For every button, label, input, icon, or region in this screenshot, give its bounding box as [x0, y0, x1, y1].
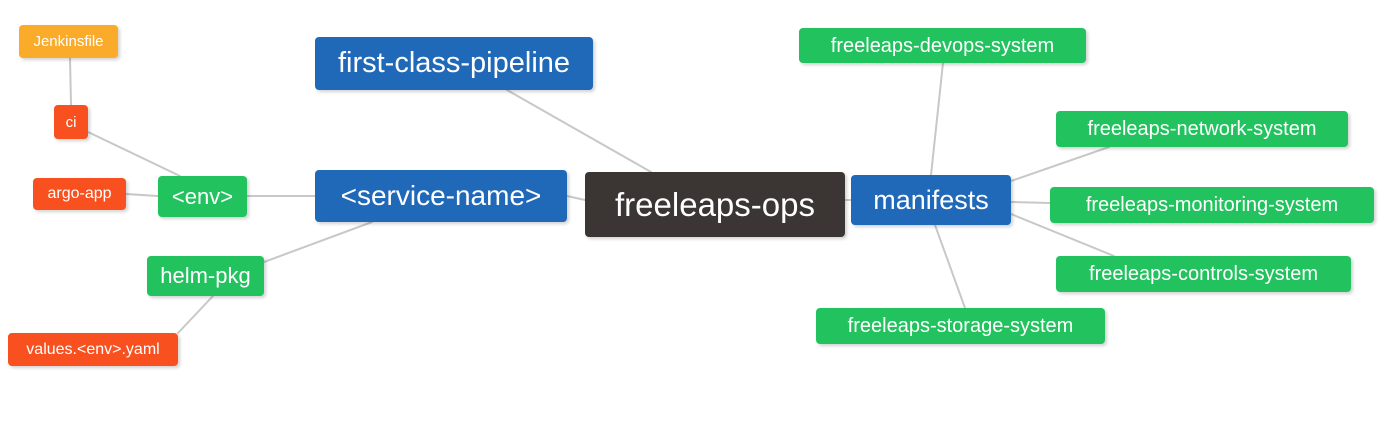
node-argo-app[interactable]: argo-app: [33, 178, 126, 210]
node-service-name[interactable]: <service-name>: [315, 170, 567, 222]
edge-manifests-to-devops: [930, 62, 944, 176]
edge-manifests-to-network: [1010, 146, 1110, 182]
edge-jenkinsfile-to-ci: [69, 57, 72, 106]
node-pipeline[interactable]: first-class-pipeline: [315, 37, 593, 90]
edge-ci-to-env: [87, 131, 181, 177]
node-ci[interactable]: ci: [54, 105, 88, 139]
edge-values-yaml-to-helm-pkg: [177, 295, 214, 334]
node-monitoring[interactable]: freeleaps-monitoring-system: [1050, 187, 1374, 223]
node-devops[interactable]: freeleaps-devops-system: [799, 28, 1086, 63]
node-values-yaml[interactable]: values.<env>.yaml: [8, 333, 178, 366]
edge-manifests-to-storage: [934, 224, 966, 309]
edge-helm-pkg-to-service-name: [263, 221, 373, 263]
node-controls[interactable]: freeleaps-controls-system: [1056, 256, 1351, 292]
node-manifests[interactable]: manifests: [851, 175, 1011, 225]
edge-argo-app-to-env: [125, 193, 159, 197]
edge-service-name-to-root: [566, 195, 586, 201]
node-jenkinsfile[interactable]: Jenkinsfile: [19, 25, 118, 58]
node-helm-pkg[interactable]: helm-pkg: [147, 256, 264, 296]
node-storage[interactable]: freeleaps-storage-system: [816, 308, 1105, 344]
node-root[interactable]: freeleaps-ops: [585, 172, 845, 237]
edge-pipeline-to-root: [506, 89, 652, 173]
node-network[interactable]: freeleaps-network-system: [1056, 111, 1348, 147]
edge-manifests-to-monitoring: [1010, 201, 1051, 204]
node-env[interactable]: <env>: [158, 176, 247, 217]
